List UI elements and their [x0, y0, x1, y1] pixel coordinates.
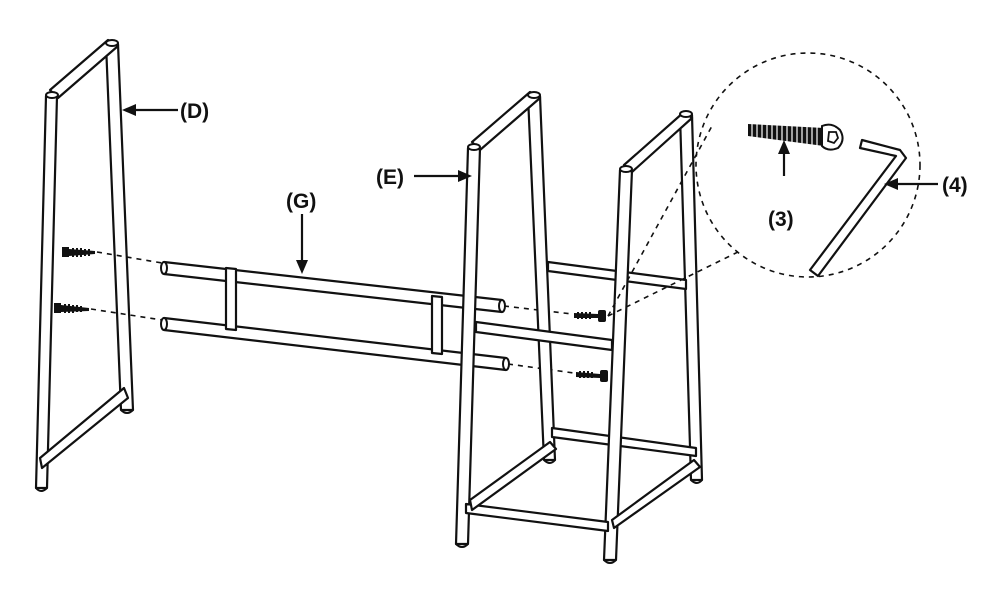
bolt-e-lower — [576, 370, 608, 382]
detail-callout — [607, 52, 921, 317]
label-frame-d: (D) — [180, 100, 209, 123]
bolt-d-upper — [62, 247, 95, 257]
screw-part — [748, 123, 844, 151]
leader-arrows — [122, 104, 938, 274]
label-wrench: (4) — [942, 174, 968, 197]
allen-wrench — [808, 138, 908, 278]
frame-e — [454, 90, 704, 564]
bolt-d-lower — [54, 303, 89, 313]
frame-d — [34, 38, 135, 492]
label-screw: (3) — [768, 208, 794, 231]
label-frame-e: (E) — [376, 166, 404, 189]
rail-g — [160, 260, 510, 372]
label-rail-g: (G) — [286, 190, 316, 213]
bolt-e-upper — [574, 310, 606, 322]
